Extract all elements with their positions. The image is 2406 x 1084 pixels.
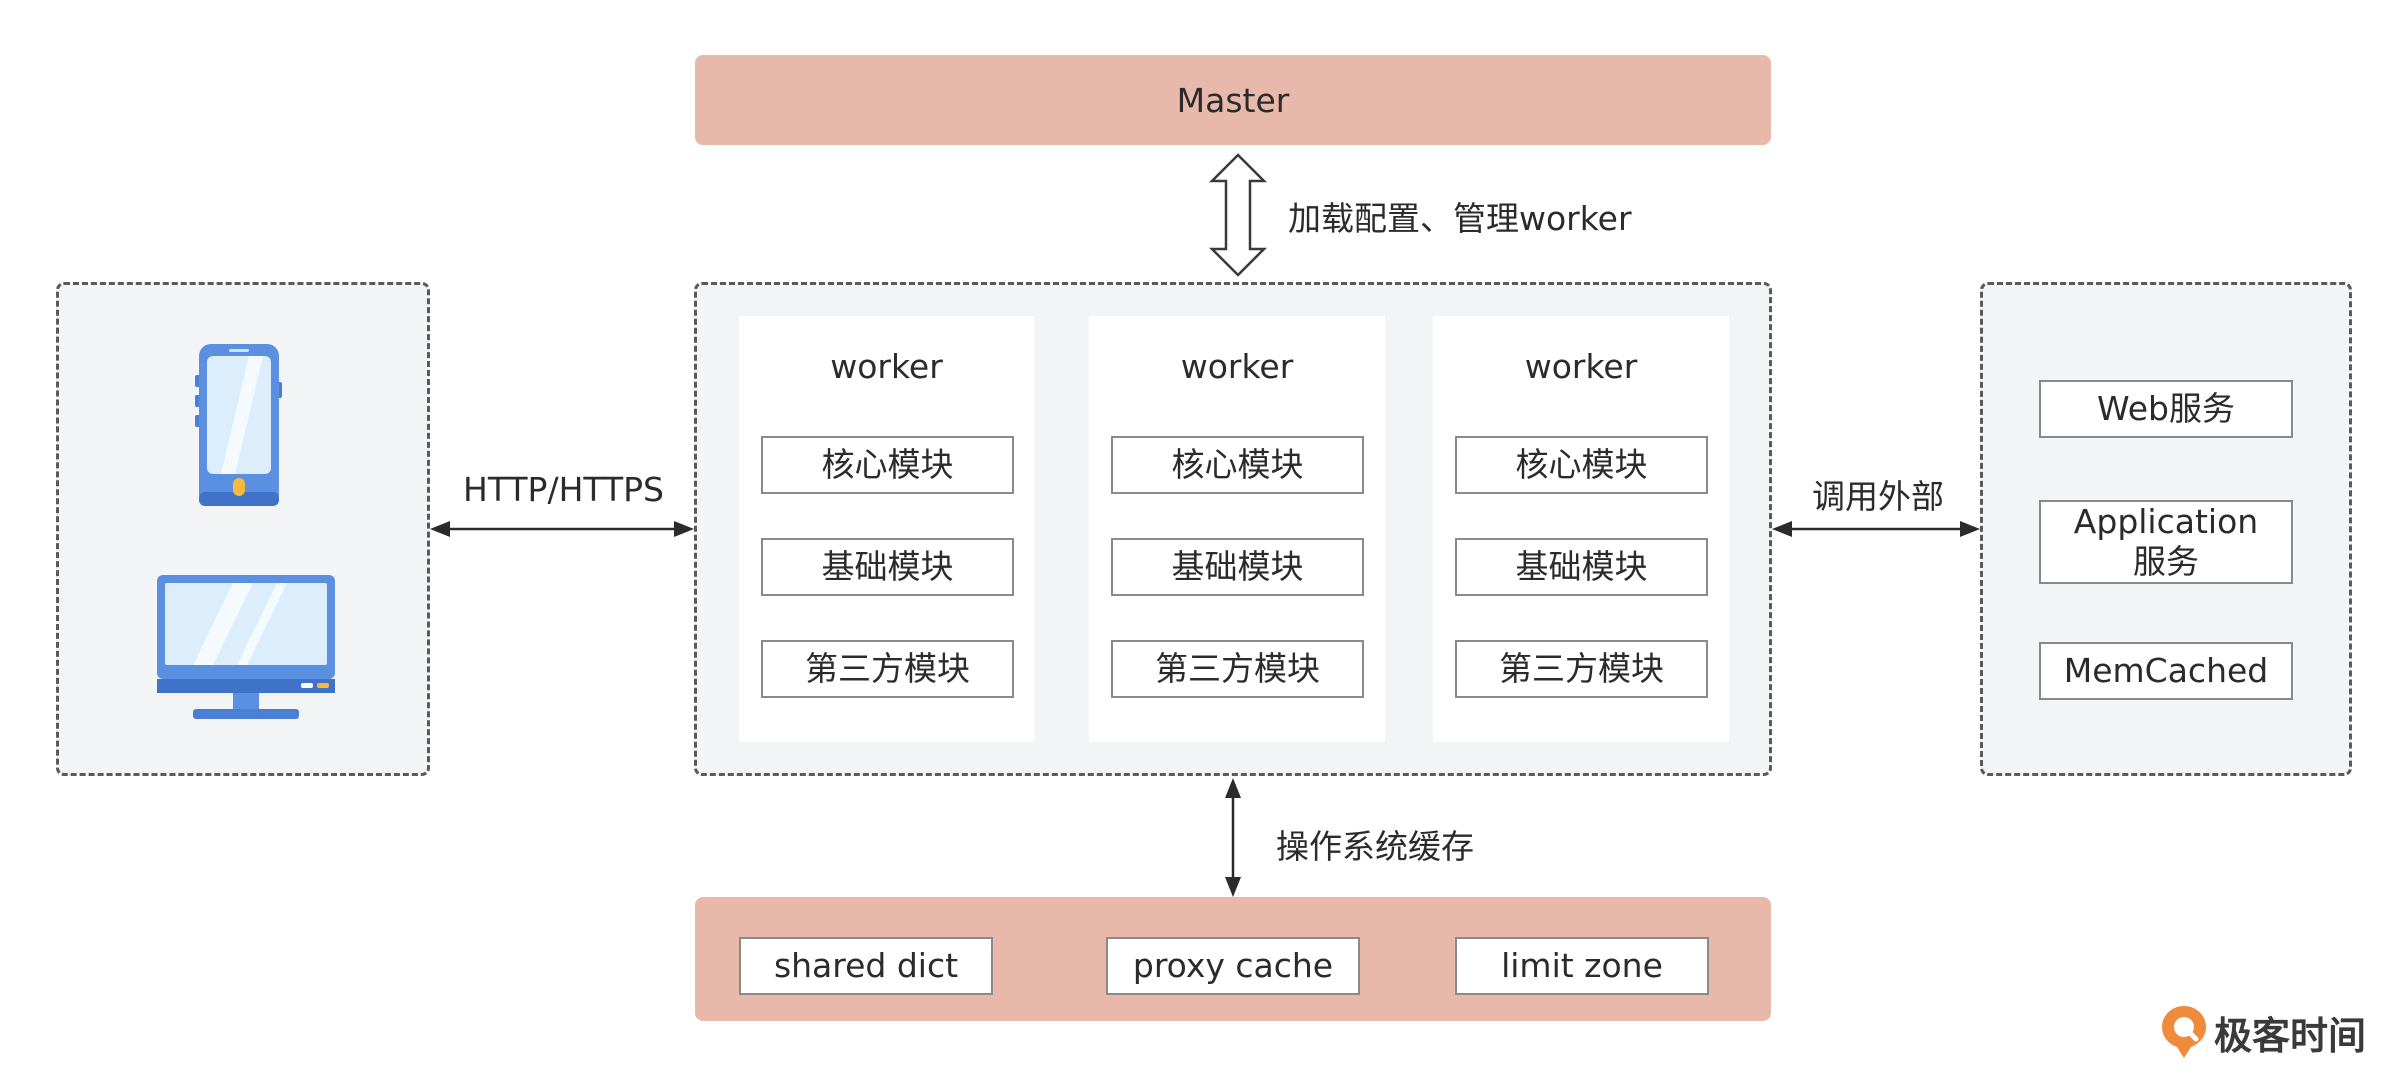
cache-link-label: 操作系统缓存: [1276, 827, 1474, 866]
geektime-logo-icon: [2162, 1006, 2206, 1058]
cache-item: shared dict: [739, 937, 993, 995]
master-link-label: 加载配置、管理worker: [1288, 199, 1632, 238]
external-service: Web服务: [2039, 380, 2293, 438]
worker-module: 第三方模块: [761, 640, 1014, 698]
worker-module: 基础模块: [1455, 538, 1708, 596]
worker-module: 基础模块: [1111, 538, 1364, 596]
worker-module: 核心模块: [1111, 436, 1364, 494]
external-service: MemCached: [2039, 642, 2293, 700]
worker-cache-arrow: [1225, 778, 1241, 897]
master-worker-double-arrow: [1208, 153, 1268, 277]
client-devices-box: [56, 282, 430, 776]
worker-card: worker 核心模块 基础模块 第三方模块: [1089, 316, 1385, 742]
cache-box: shared dict proxy cache limit zone: [695, 897, 1771, 1021]
client-worker-arrow: [430, 521, 694, 537]
worker-card: worker 核心模块 基础模块 第三方模块: [739, 316, 1034, 742]
worker-title: worker: [1524, 346, 1638, 386]
worker-title: worker: [1180, 346, 1294, 386]
monitor-icon: [157, 575, 335, 719]
worker-module: 核心模块: [761, 436, 1014, 494]
smartphone-icon: [195, 344, 282, 506]
worker-module: 第三方模块: [1455, 640, 1708, 698]
external-services-box: Web服务 Application 服务 MemCached: [1980, 282, 2352, 776]
cache-item: proxy cache: [1106, 937, 1360, 995]
brand-logo: 极客时间: [2160, 1002, 2392, 1062]
cache-item: limit zone: [1455, 937, 1709, 995]
external-link-label: 调用外部: [1812, 477, 1944, 516]
worker-external-arrow: [1772, 521, 1980, 537]
worker-module: 第三方模块: [1111, 640, 1364, 698]
worker-card: worker 核心模块 基础模块 第三方模块: [1433, 316, 1729, 742]
master-box: Master: [695, 55, 1771, 145]
brand-name: 极客时间: [2214, 1013, 2367, 1058]
master-label: Master: [1176, 80, 1290, 120]
worker-title: worker: [830, 346, 943, 386]
client-link-label: HTTP/HTTPS: [463, 470, 664, 509]
external-service: Application 服务: [2039, 500, 2293, 584]
worker-module: 核心模块: [1455, 436, 1708, 494]
worker-module: 基础模块: [761, 538, 1014, 596]
